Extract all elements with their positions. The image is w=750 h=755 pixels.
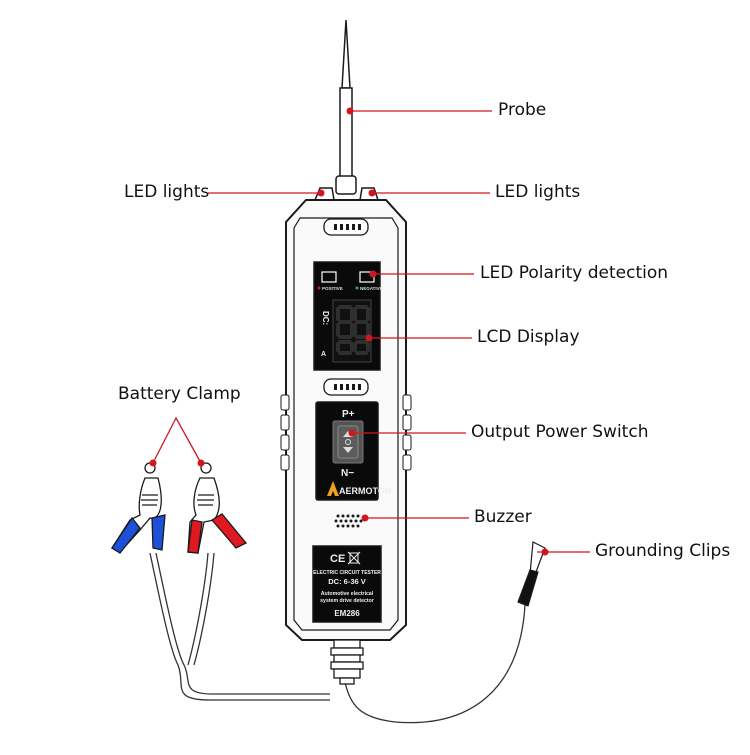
label-lcd-display: LCD Display <box>477 327 580 347</box>
battery-clamp-blue <box>111 462 166 554</box>
lcd-volt-mark: A <box>321 351 326 358</box>
cable-wires <box>149 552 526 724</box>
switch-p-label: P+ <box>342 409 355 420</box>
positive-label: POSITIVE <box>322 286 343 291</box>
brand-name: AERMOTOR <box>339 486 392 496</box>
switch-panel: P+ N− AERMOTOR <box>315 401 392 501</box>
info-panel: CE ELECTRIC CIRCUIT TESTER DC: 6-36 V Au… <box>312 545 382 623</box>
model-number: EM286 <box>334 609 360 618</box>
cert-marks: CE <box>330 553 345 565</box>
brand-logo-mark <box>327 481 339 496</box>
callout-lines <box>152 110 590 553</box>
recycle-bin-icon <box>347 551 361 565</box>
battery-clamp-red <box>187 462 248 554</box>
label-grounding-clips: Grounding Clips <box>595 541 731 561</box>
negative-label: NEGATIVE <box>360 286 383 291</box>
grounding-clip <box>517 541 546 607</box>
label-output-power-switch: Output Power Switch <box>471 422 649 442</box>
label-led-lights-right: LED lights <box>495 182 581 202</box>
panel-line-4: system drive detector <box>320 598 374 604</box>
buzzer-holes <box>334 514 363 528</box>
lcd-dc-text: DC: <box>321 311 330 325</box>
label-battery-clamp: Battery Clamp <box>118 384 241 404</box>
panel-line-1: ELECTRIC CIRCUIT TESTER <box>313 570 381 576</box>
label-led-polarity: LED Polarity detection <box>480 263 669 283</box>
lcd-segments <box>336 305 370 355</box>
panel-line-2: DC: 6-36 V <box>328 577 366 586</box>
strain-relief <box>330 639 364 685</box>
probe-needle <box>335 19 357 195</box>
label-probe: Probe <box>498 100 547 120</box>
callout-dots <box>149 107 549 556</box>
label-buzzer: Buzzer <box>474 507 532 527</box>
switch-n-label: N− <box>341 468 354 479</box>
label-led-lights-left: LED lights <box>124 182 210 202</box>
panel-line-3: Automotive electrical <box>321 591 374 597</box>
lcd-panel: POSITIVE NEGATIVE DC: A <box>313 261 383 371</box>
